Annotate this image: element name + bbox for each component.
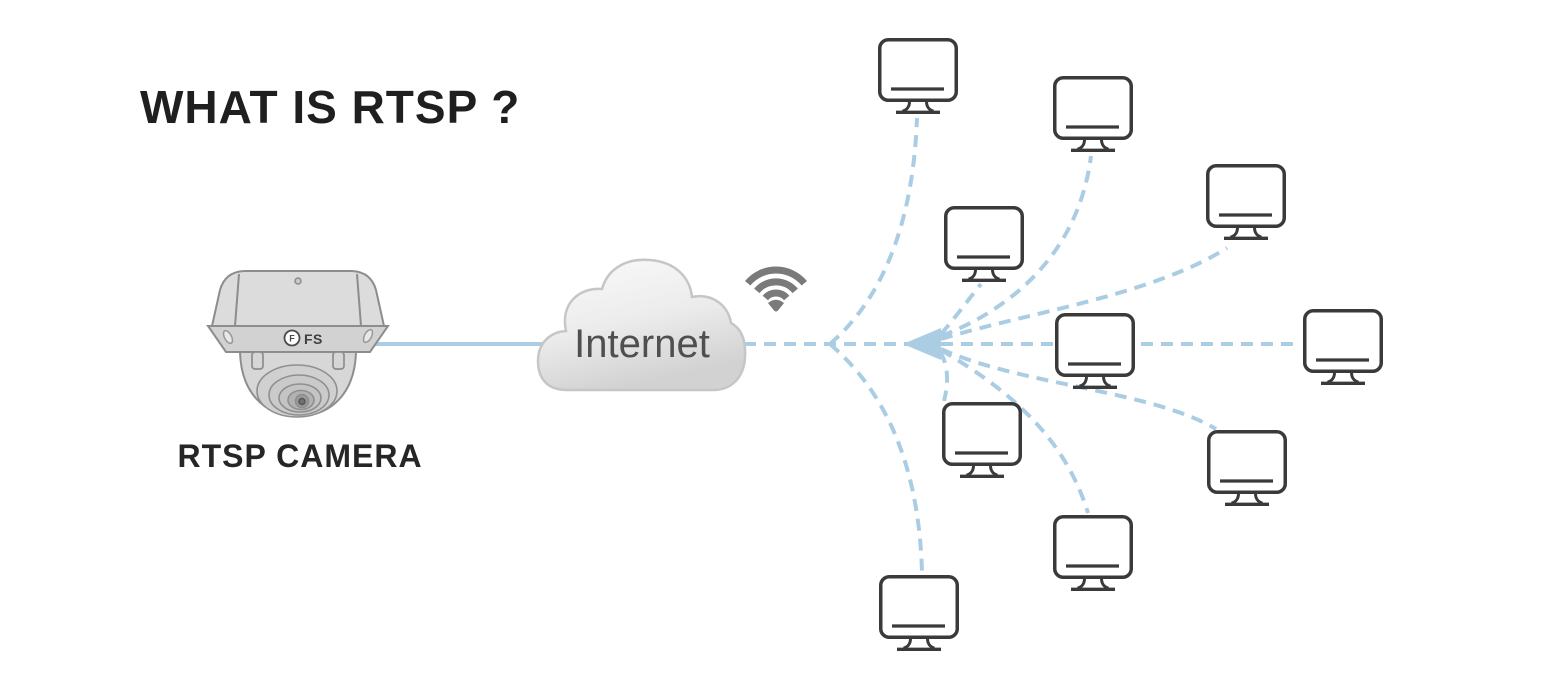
camera-bracket-left xyxy=(251,351,264,370)
client-monitor-4 xyxy=(944,206,1024,283)
client-monitor-6 xyxy=(1303,309,1383,386)
fs-logo: F FS xyxy=(283,329,323,347)
camera-cap xyxy=(210,270,386,327)
client-monitor-7 xyxy=(942,402,1022,479)
client-monitor-10 xyxy=(879,575,959,652)
camera-cap-seam-right xyxy=(356,273,362,327)
fs-logo-initial: F xyxy=(289,334,295,344)
camera-label: RTSP CAMERA xyxy=(177,438,422,474)
client-monitor-2 xyxy=(1053,76,1133,153)
cloud-shape xyxy=(536,258,747,392)
client-monitors xyxy=(878,38,1383,652)
client-monitor-9 xyxy=(1053,515,1133,592)
client-monitor-3 xyxy=(1206,164,1286,241)
stream-arrowhead-icon xyxy=(903,328,941,360)
stream-link-monitor-9 xyxy=(939,348,1090,514)
stream-link-monitor-2 xyxy=(940,155,1093,338)
wifi-icon xyxy=(745,266,807,312)
cloud-label: Internet xyxy=(574,322,710,366)
client-monitor-5 xyxy=(1055,313,1135,390)
camera-bracket-right xyxy=(332,351,345,370)
camera-cap-hole xyxy=(294,277,302,285)
camera-lens xyxy=(256,364,338,418)
camera-screw-left xyxy=(222,329,234,345)
stream-link-monitor-3 xyxy=(940,246,1229,341)
internet-cloud-icon: Internet xyxy=(536,258,747,392)
stream-link-monitor-1 xyxy=(828,117,919,346)
camera-screw-right xyxy=(362,328,374,344)
stream-link-monitor-4 xyxy=(939,282,983,336)
fs-brand-text: FS xyxy=(304,331,323,347)
dome-camera-icon: F FS RTSP CAMERA xyxy=(177,270,422,474)
camera-cap-seam-left xyxy=(234,273,240,327)
stream-link-monitor-7 xyxy=(938,350,950,402)
page-title: WHAT IS RTSP ? xyxy=(140,81,521,133)
client-monitor-8 xyxy=(1207,430,1287,507)
stream-link-monitor-10 xyxy=(828,342,924,573)
stream-links xyxy=(744,117,1301,573)
client-monitor-1 xyxy=(878,38,958,115)
